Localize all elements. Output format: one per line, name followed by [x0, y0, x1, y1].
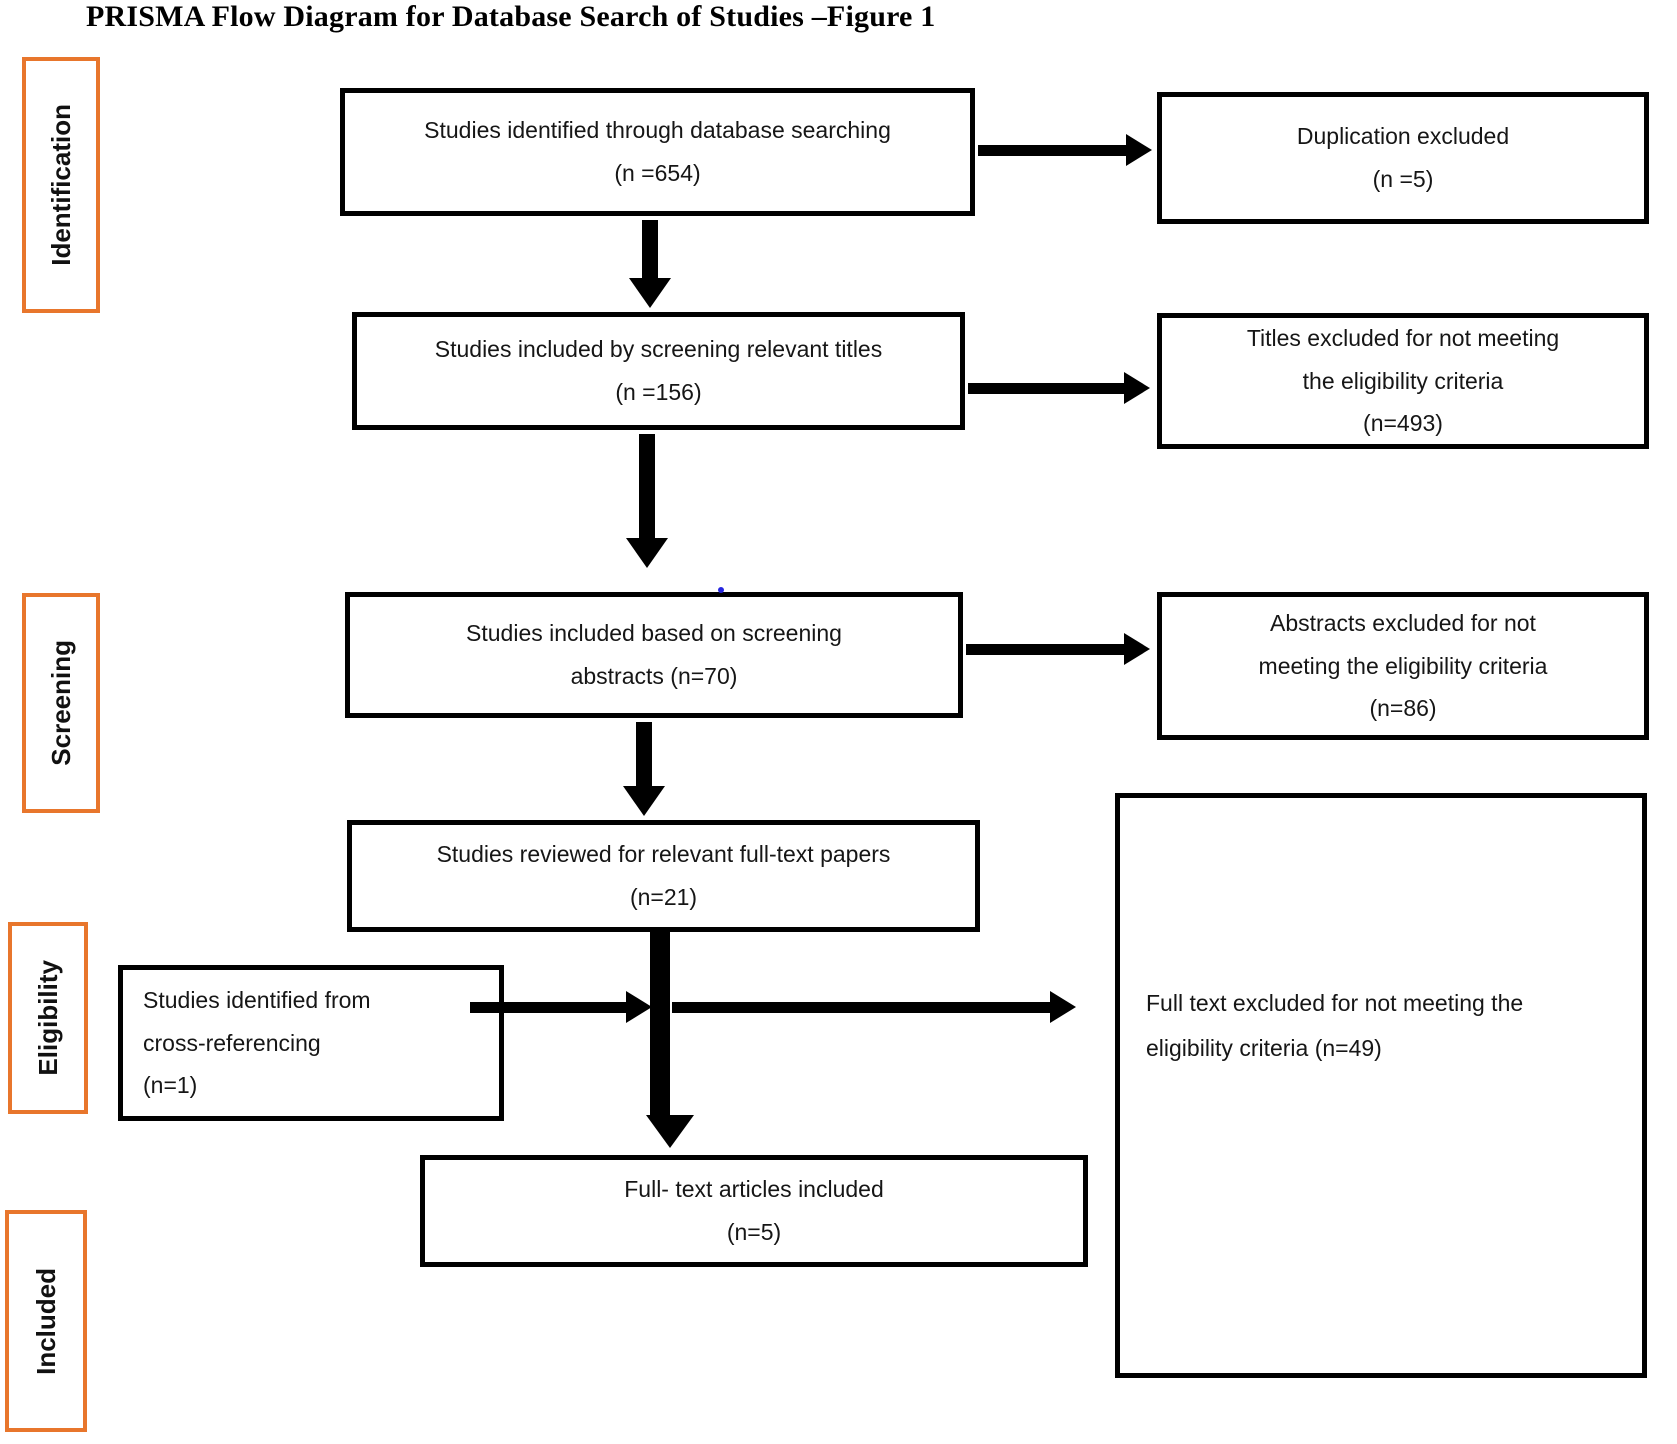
blue-dot-artifact [718, 587, 724, 593]
stage-label-screening: Screening [22, 593, 100, 813]
flow-box-titles-screened: Studies included by screening relevant t… [352, 312, 965, 430]
exclusion-box-titles: Titles excluded for not meeting the elig… [1157, 313, 1649, 449]
flow-box-crossref: Studies identified from cross-referencin… [118, 965, 504, 1121]
flow-box-fulltext-included: Full- text articles included (n=5) [420, 1155, 1088, 1267]
diagram-title: PRISMA Flow Diagram for Database Search … [86, 0, 936, 33]
stage-label-identification-text: Identification [45, 104, 76, 266]
stage-label-included: Included [5, 1210, 87, 1432]
flow-box-abstracts-screened: Studies included based on screening abst… [345, 592, 963, 718]
exclusion-box-duplicates: Duplication excluded (n =5) [1157, 92, 1649, 224]
exclusion-box-abstracts: Abstracts excluded for not meeting the e… [1157, 592, 1649, 740]
exclusion-box-fulltext: Full text excluded for not meeting the e… [1115, 793, 1647, 1378]
stage-label-eligibility: Eligibility [8, 922, 88, 1114]
flow-box-fulltext-reviewed: Studies reviewed for relevant full-text … [347, 820, 980, 932]
stage-label-eligibility-text: Eligibility [32, 960, 63, 1076]
stage-label-included-text: Included [30, 1267, 61, 1375]
stage-label-identification: Identification [22, 57, 100, 313]
stage-label-screening-text: Screening [45, 640, 76, 766]
flow-box-studies-identified: Studies identified through database sear… [340, 88, 975, 216]
